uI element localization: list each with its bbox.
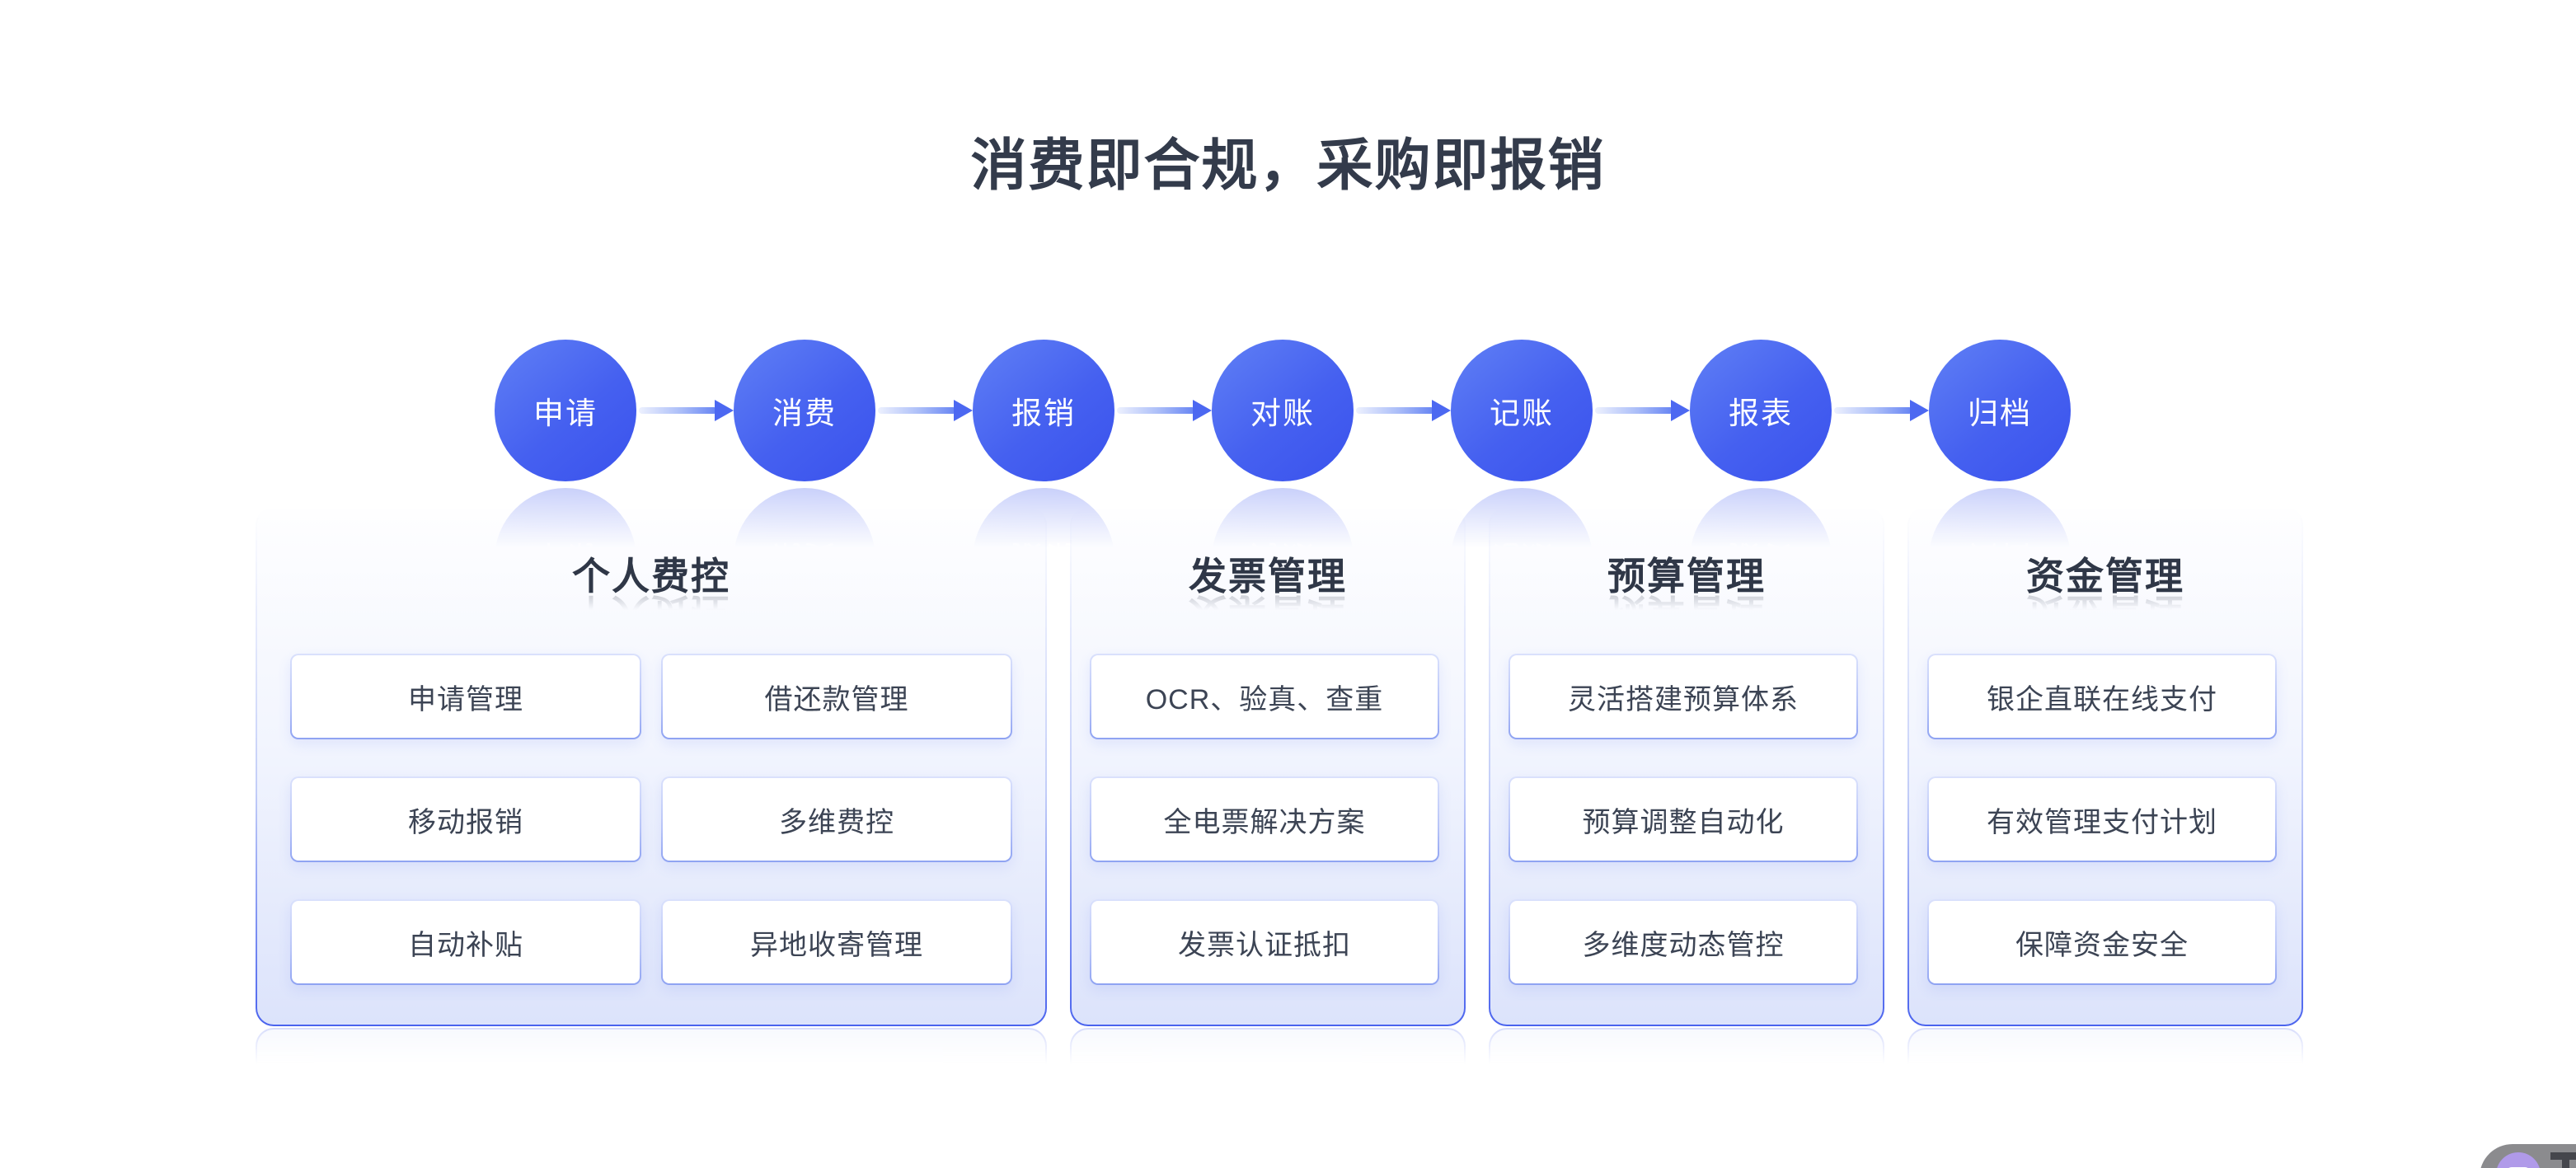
card-title-text: 发票管理 xyxy=(1189,555,1347,598)
arrow-line xyxy=(1117,407,1195,414)
feature-item: 发票认证抵扣 xyxy=(1090,899,1439,985)
flow-step-label: 消费 xyxy=(772,396,837,430)
flow-step-label: 报表 xyxy=(1729,396,1793,430)
flow-step-label: 归档 xyxy=(1968,396,2032,430)
flow-arrow xyxy=(1354,399,1451,422)
flow-arrow xyxy=(875,399,973,422)
feature-item: 移动报销 xyxy=(290,776,641,862)
flow-step-bookkeep: 记账 xyxy=(1451,340,1593,481)
flow-arrow xyxy=(636,399,734,422)
feature-item: 多维费控 xyxy=(661,776,1012,862)
watermark-text-fragment xyxy=(2562,1152,2569,1168)
card-title-text: 预算管理 xyxy=(1607,555,1766,598)
flow-step-report: 报表 xyxy=(1690,340,1832,481)
card-title-text: 个人费控 xyxy=(572,555,730,598)
feature-item: 多维度动态管控 xyxy=(1509,899,1858,985)
arrow-line xyxy=(639,407,717,414)
flow-step-label: 记账 xyxy=(1490,396,1554,430)
arrow-head-icon xyxy=(1432,400,1451,421)
flow-step-reimburse: 报销 xyxy=(973,340,1114,481)
feature-item: 有效管理支付计划 xyxy=(1927,776,2277,862)
card-title: 发票管理 xyxy=(1072,550,1464,603)
card-items: 申请管理 借还款管理 移动报销 多维费控 自动补贴 异地收寄管理 xyxy=(257,654,1045,985)
card-invoice-management: 发票管理 OCR、验真、查重 全电票解决方案 发票认证抵扣 xyxy=(1070,507,1466,1026)
feature-item: OCR、验真、查重 xyxy=(1090,654,1439,739)
watermark-badge[interactable] xyxy=(2480,1144,2576,1168)
flow-step-label: 对账 xyxy=(1250,396,1315,430)
feature-cards: 个人费控 申请管理 借还款管理 移动报销 多维费控 自动补贴 异地收寄管理 发票… xyxy=(256,507,2303,1026)
flow-step-reconcile: 对账 xyxy=(1212,340,1354,481)
page-title: 消费即合规，采购即报销 xyxy=(970,134,1606,197)
card-title: 资金管理 xyxy=(1909,550,2302,603)
arrow-head-icon xyxy=(1193,400,1212,421)
feature-item: 借还款管理 xyxy=(661,654,1012,739)
workflow-diagram: 申请 消费 报销 对账 记账 xyxy=(495,340,2071,481)
feature-item: 申请管理 xyxy=(290,654,641,739)
arrow-line xyxy=(1834,407,1912,414)
flow-arrow xyxy=(1832,399,1929,422)
card-funds-management: 资金管理 银企直联在线支付 有效管理支付计划 保障资金安全 xyxy=(1907,507,2303,1026)
flow-step-label: 申请 xyxy=(533,396,598,430)
card-personal-expense-control: 个人费控 申请管理 借还款管理 移动报销 多维费控 自动补贴 异地收寄管理 xyxy=(256,507,1047,1026)
flow-arrow xyxy=(1114,399,1212,422)
card-title: 个人费控 xyxy=(257,550,1045,603)
flow-step-consume: 消费 xyxy=(734,340,875,481)
feature-item: 保障资金安全 xyxy=(1927,899,2277,985)
arrow-head-icon xyxy=(954,400,973,421)
flow-step-label: 报销 xyxy=(1011,396,1076,430)
feature-item: 全电票解决方案 xyxy=(1090,776,1439,862)
card-items: OCR、验真、查重 全电票解决方案 发票认证抵扣 xyxy=(1072,654,1464,985)
feature-item: 预算调整自动化 xyxy=(1509,776,1858,862)
flow-arrow xyxy=(1593,399,1690,422)
card-items: 银企直联在线支付 有效管理支付计划 保障资金安全 xyxy=(1909,654,2302,985)
arrow-line xyxy=(1595,407,1673,414)
flow-step-apply: 申请 xyxy=(495,340,636,481)
feature-item: 异地收寄管理 xyxy=(661,899,1012,985)
feature-item: 自动补贴 xyxy=(290,899,641,985)
arrow-head-icon xyxy=(1910,400,1929,421)
arrow-line xyxy=(878,407,956,414)
arrow-head-icon xyxy=(715,400,734,421)
card-title-text: 资金管理 xyxy=(2026,555,2184,598)
watermark-avatar xyxy=(2496,1152,2541,1168)
card-title: 预算管理 xyxy=(1490,550,1883,603)
feature-item: 灵活搭建预算体系 xyxy=(1509,654,1858,739)
flow-step-archive: 归档 xyxy=(1929,340,2071,481)
card-budget-management: 预算管理 灵活搭建预算体系 预算调整自动化 多维度动态管控 xyxy=(1489,507,1884,1026)
card-items: 灵活搭建预算体系 预算调整自动化 多维度动态管控 xyxy=(1490,654,1883,985)
feature-item: 银企直联在线支付 xyxy=(1927,654,2277,739)
arrow-head-icon xyxy=(1671,400,1690,421)
arrow-line xyxy=(1356,407,1434,414)
